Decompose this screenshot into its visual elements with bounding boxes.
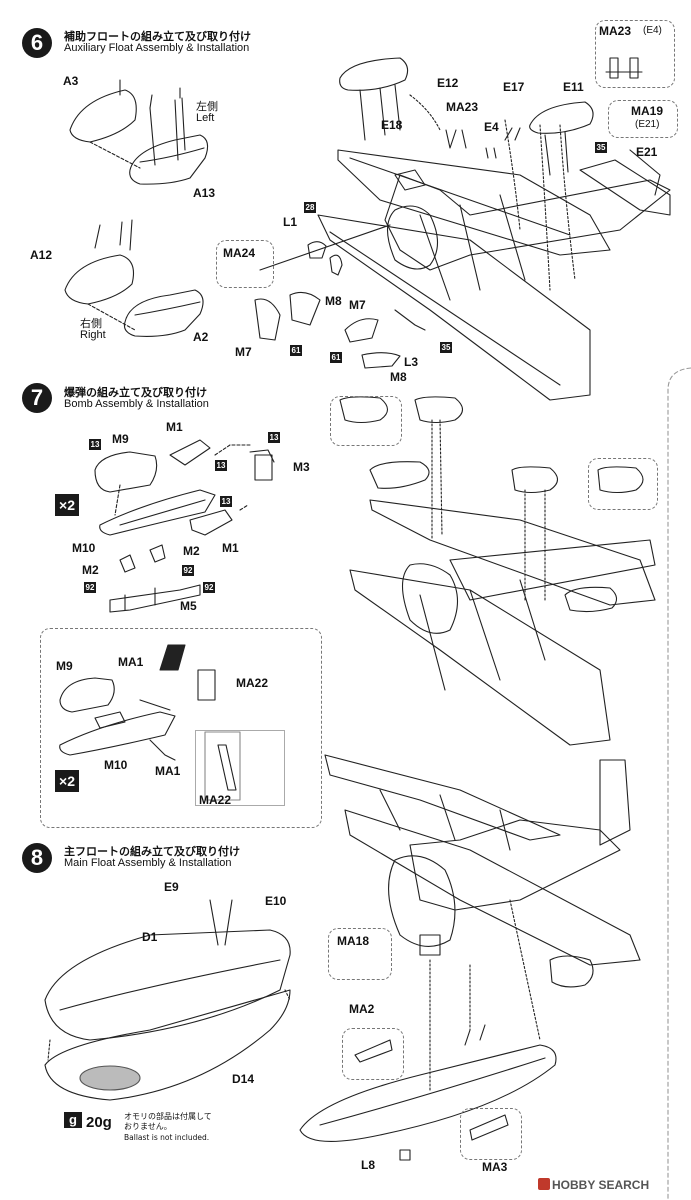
part-label-m2-right: M2: [183, 544, 200, 558]
part-label-e12: E12: [437, 76, 459, 90]
part-label-d1: D1: [142, 930, 158, 944]
part-label-ma18: MA18: [337, 934, 370, 948]
part-label-ma2: MA2: [349, 1002, 375, 1016]
step-8-number: 8: [22, 843, 52, 873]
part-label-e21: E21: [636, 145, 658, 159]
step-7-number: 7: [22, 383, 52, 413]
step-6-number: 6: [22, 28, 52, 58]
part-label-e4: E4: [484, 120, 499, 134]
part-label-m10-detail: M10: [104, 758, 128, 772]
step-6-title-jp: 補助フロートの組み立て及び取り付け: [64, 30, 251, 43]
bomb-pair-box-left: [330, 396, 402, 446]
part-label-ma22-inset: MA22: [199, 793, 232, 807]
ma3-box: [460, 1108, 522, 1160]
step-7-title-jp: 爆弾の組み立て及び取り付け: [64, 386, 207, 399]
part-label-ma22: MA22: [236, 676, 269, 690]
part-label-ma23: MA23: [446, 100, 479, 114]
step-8-title-en: Main Float Assembly & Installation: [64, 857, 232, 869]
part-label-e17: E17: [503, 80, 525, 94]
part-label-e11: E11: [563, 80, 584, 94]
part-label-m8-lower: M8: [390, 370, 407, 384]
step-6-title-en: Auxiliary Float Assembly & Installation: [64, 42, 250, 54]
part-label-m10: M10: [72, 541, 96, 555]
paint-92-a: 92: [182, 565, 194, 576]
paint-35-b: 35: [440, 342, 452, 353]
step-8-title-jp: 主フロートの組み立て及び取り付け: [64, 845, 240, 858]
part-label-m1-bottom: M1: [222, 541, 239, 555]
ma24-box: [216, 240, 274, 288]
main-float-drawing: [44, 899, 291, 1101]
part-label-ma23-e4: MA23: [599, 24, 632, 38]
part-label-m3: M3: [293, 460, 310, 474]
ballast-note-jp-1: オモリの部品は付属して: [124, 1112, 212, 1121]
part-label-m9-detail: M9: [56, 659, 73, 673]
part-label-a12: A12: [30, 248, 53, 262]
part-label-l1: L1: [283, 215, 298, 229]
paint-13-b: 13: [268, 432, 280, 443]
part-label-ma1-top: MA1: [118, 655, 144, 669]
part-label-m1-top: M1: [166, 420, 183, 434]
quantity-x2-a: ×2: [55, 494, 79, 516]
bomb-pair-box-right: [588, 458, 658, 510]
e21-note: (E21): [635, 119, 660, 130]
aircraft-step8-drawing: [299, 754, 641, 1161]
ballast-note-en: Ballast is not included.: [124, 1133, 210, 1142]
part-label-m5: M5: [180, 599, 197, 613]
ma23-e4-box: [595, 20, 675, 88]
aux-float-right-drawing: [64, 219, 204, 337]
bomb-detail-drawing: [59, 644, 241, 801]
paint-61-a: 61: [290, 345, 302, 356]
paint-13-a: 13: [89, 439, 101, 450]
part-label-l8: L8: [361, 1158, 376, 1172]
aircraft-step7-drawing: [339, 396, 656, 746]
bomb-assembly-drawing: [94, 439, 275, 613]
left-side-jp: 左側: [196, 100, 218, 113]
part-label-a2: A2: [193, 330, 209, 344]
paint-92-c: 92: [203, 582, 215, 593]
watermark-logo-icon: [538, 1178, 550, 1190]
ma18-box: [328, 928, 392, 980]
paint-61-b: 61: [330, 352, 342, 363]
part-label-ma24: MA24: [223, 246, 256, 260]
left-side-en: Left: [196, 112, 215, 124]
part-label-e10: E10: [265, 894, 287, 908]
paint-28: 28: [304, 202, 316, 213]
part-label-m8: M8: [325, 294, 342, 308]
aircraft-step6-drawing: [254, 57, 671, 401]
ma22-inset: [195, 730, 285, 806]
quantity-x2-b: ×2: [55, 770, 79, 792]
part-label-a13: A13: [193, 186, 216, 200]
ballast-icon: g: [64, 1112, 82, 1128]
part-label-m9: M9: [112, 432, 129, 446]
part-label-e18: E18: [381, 118, 403, 132]
paint-13-c: 13: [215, 460, 227, 471]
ma23-e4-box-drawing: [605, 57, 643, 79]
part-label-l3: L3: [404, 355, 419, 369]
right-side-jp: 右側: [80, 317, 102, 330]
ma19-box: [608, 100, 678, 138]
ballast-weight: 20g: [86, 1114, 112, 1131]
part-label-m7: M7: [349, 298, 366, 312]
part-label-ma1-bottom: MA1: [155, 764, 181, 778]
part-label-e9: E9: [164, 880, 179, 894]
bomb-detail-box: [40, 628, 322, 828]
part-label-d14: D14: [232, 1072, 255, 1086]
ma2-box: [342, 1028, 404, 1080]
aux-float-left-drawing: [69, 79, 209, 185]
part-label-a3: A3: [63, 74, 79, 88]
watermark-text: HOBBY SEARCH: [552, 1178, 650, 1192]
paint-35-a: 35: [595, 142, 607, 153]
paint-92-b: 92: [84, 582, 96, 593]
part-label-m7-left: M7: [235, 345, 252, 359]
ballast-note-jp-2: おりません。: [124, 1122, 172, 1131]
paint-13-d: 13: [220, 496, 232, 507]
part-label-ma19: MA19: [631, 104, 664, 118]
step-7-title-en: Bomb Assembly & Installation: [64, 398, 209, 410]
right-side-en: Right: [80, 329, 106, 341]
e4-note: (E4): [643, 25, 662, 36]
part-label-m2-left: M2: [82, 563, 99, 577]
part-label-ma3: MA3: [482, 1160, 508, 1174]
